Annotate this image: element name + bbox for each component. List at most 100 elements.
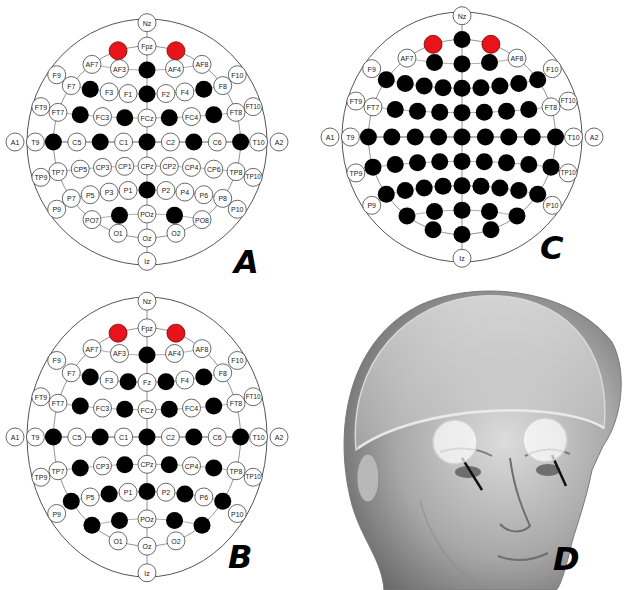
recording-electrode — [454, 129, 471, 146]
electrode-label: P10 — [231, 510, 243, 517]
electrode-label: F3 — [105, 88, 113, 95]
electrode-site — [6, 133, 24, 151]
electrode-site — [138, 455, 156, 473]
recording-electrode — [139, 134, 156, 151]
electrode-lead — [462, 458, 482, 490]
recording-electrode — [491, 78, 508, 95]
electrode-site — [83, 211, 101, 229]
electrode-label: FC4 — [185, 113, 198, 120]
electrode-label: C6 — [213, 139, 222, 146]
electrode-site — [453, 7, 471, 25]
recording-electrode — [426, 54, 443, 71]
recording-electrode — [72, 398, 89, 415]
electrode-site — [363, 196, 381, 214]
frontal-electrode — [482, 35, 500, 53]
recording-electrode — [139, 347, 156, 364]
electrode-site — [453, 249, 471, 267]
electrode-label: Fpz — [141, 43, 153, 50]
electrode-site — [508, 49, 526, 67]
electrode-label: FT9 — [35, 393, 47, 400]
recording-electrode — [139, 181, 156, 198]
electrode-label: P9 — [367, 202, 376, 209]
electrode-site — [166, 344, 184, 362]
electrode-site — [119, 85, 137, 103]
electrode-site — [83, 340, 101, 358]
electrode-site — [167, 224, 185, 242]
electrode-site — [157, 85, 175, 103]
recording-electrode — [166, 207, 183, 224]
electrode-site — [93, 158, 111, 176]
electrode-label: TP7 — [52, 467, 65, 474]
recording-electrode — [476, 153, 493, 170]
recording-electrode — [82, 369, 99, 386]
electrode-site — [138, 157, 156, 175]
electrode-label: AF3 — [113, 65, 126, 72]
electrode-site — [49, 394, 67, 412]
recording-electrode — [161, 109, 178, 126]
recording-electrode — [185, 429, 202, 446]
recording-electrode — [454, 104, 471, 121]
recording-electrode — [409, 154, 426, 171]
electrode-label: F8 — [219, 82, 227, 89]
recording-electrode — [409, 103, 426, 120]
electrode-label: P3 — [105, 189, 114, 196]
recording-electrode — [430, 129, 447, 146]
recording-electrode — [92, 134, 109, 151]
recording-electrode — [500, 129, 517, 146]
electrode-label: TP10 — [246, 174, 261, 180]
recording-electrode — [176, 485, 193, 502]
electrode-site — [100, 83, 118, 101]
electrode-site — [585, 128, 603, 146]
cap-shell — [355, 296, 605, 450]
recording-electrode — [510, 75, 527, 92]
electrode-site — [49, 462, 67, 480]
recording-electrode — [509, 207, 526, 224]
electrode-site — [214, 364, 232, 382]
recording-electrode — [111, 207, 128, 224]
electrode-site — [115, 133, 133, 151]
electrode-label: Nz — [458, 12, 467, 19]
electrode-label: FCz — [141, 406, 154, 413]
recording-electrode — [139, 62, 156, 79]
recording-electrode — [116, 401, 133, 418]
electrode-site — [68, 133, 86, 151]
electrode-label: T9 — [31, 139, 39, 146]
electrode-site — [115, 428, 133, 446]
electrode-site — [81, 488, 99, 506]
electrode-label: P1 — [124, 187, 133, 194]
recording-electrode — [454, 31, 471, 48]
electrode-label: P10 — [546, 202, 558, 209]
recording-electrode — [425, 221, 442, 238]
recording-electrode — [157, 373, 174, 390]
electrode-label: Oz — [143, 543, 152, 550]
electrode-site — [176, 183, 194, 201]
electrode-site — [32, 98, 50, 116]
recording-electrode — [387, 156, 404, 173]
electrode-site — [48, 200, 66, 218]
electrode-site — [157, 181, 175, 199]
electrode-site — [167, 532, 185, 550]
forehead-electrode — [433, 420, 477, 464]
electrode-label: Nz — [143, 298, 152, 305]
electrode-label: C2 — [166, 434, 175, 441]
electrode-site — [250, 133, 268, 151]
frontal-electrode — [109, 324, 127, 342]
electrode-label: AF7 — [86, 61, 99, 68]
recording-electrode — [481, 54, 498, 71]
electrode-site — [93, 457, 111, 475]
electrode-site — [193, 211, 211, 229]
electrode-label: T9 — [31, 434, 39, 441]
electrode-site — [244, 98, 262, 116]
recording-electrode — [529, 71, 546, 88]
head-outline — [27, 19, 267, 265]
cheek-shade — [420, 500, 480, 588]
electrode-site — [62, 77, 80, 95]
recording-electrode — [431, 104, 448, 121]
electrode-site — [250, 428, 268, 446]
recording-electrode — [45, 429, 62, 446]
electrode-site — [183, 158, 201, 176]
electrode-label: P2 — [162, 187, 171, 194]
electrode-label: P8 — [218, 195, 227, 202]
electrode-label: F2 — [162, 90, 170, 97]
